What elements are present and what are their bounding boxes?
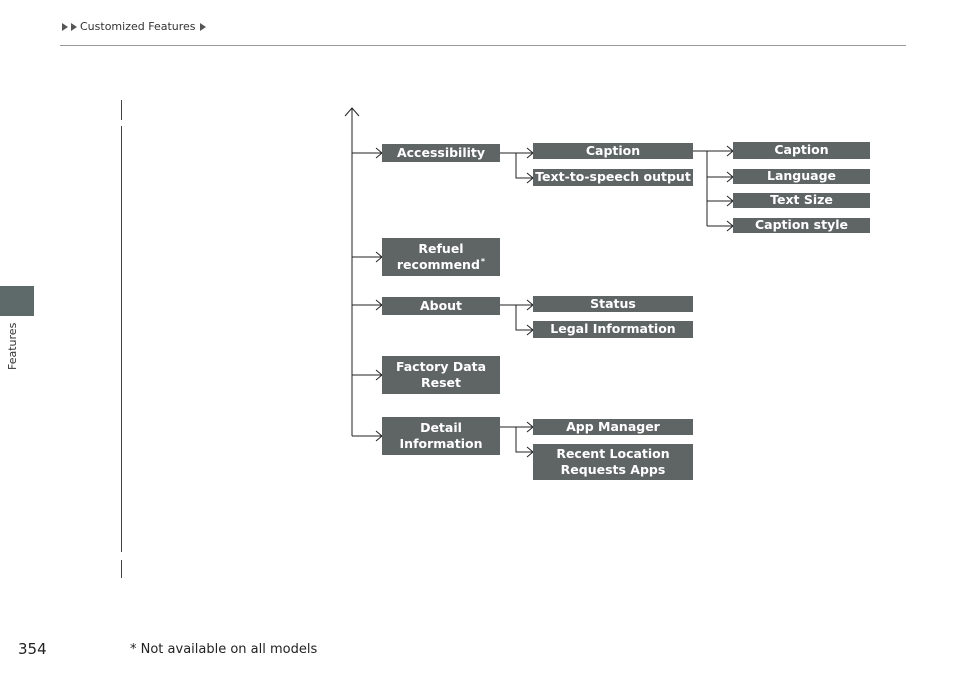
- menu-factory-data-reset: Factory Data Reset: [382, 356, 500, 394]
- menu-language: Language: [733, 168, 870, 184]
- menu-legal-information: Legal Information: [533, 321, 693, 338]
- page-number: 354: [18, 640, 47, 658]
- menu-caption-sub: Caption: [733, 142, 870, 159]
- menu-accessibility: Accessibility: [382, 144, 500, 162]
- header-divider: [60, 45, 906, 46]
- menu-detail-information: Detail Information: [382, 417, 500, 455]
- section-tab: [0, 286, 34, 316]
- menu-refuel-recommend: Refuel recommend*: [382, 238, 500, 276]
- arrow-right-icon: [199, 22, 206, 31]
- menu-text-to-speech-output: Text-to-speech output: [533, 169, 693, 186]
- menu-caption: Caption: [533, 143, 693, 159]
- rail-line-top: [121, 100, 122, 120]
- rail-line-main: [121, 126, 122, 552]
- menu-status: Status: [533, 296, 693, 312]
- menu-app-manager: App Manager: [533, 419, 693, 435]
- menu-recent-location-requests-apps: Recent Location Requests Apps: [533, 444, 693, 480]
- menu-text-size: Text Size: [733, 192, 870, 208]
- breadcrumb-label: Customized Features: [80, 20, 196, 33]
- rail-line-bottom: [121, 560, 122, 578]
- footnote: * Not available on all models: [130, 642, 318, 657]
- arrow-right-icon: [62, 22, 68, 31]
- arrow-right-icon: [71, 22, 77, 31]
- menu-caption-style: Caption style: [733, 217, 870, 233]
- breadcrumb: Customized Features: [62, 20, 207, 33]
- menu-about: About: [382, 297, 500, 315]
